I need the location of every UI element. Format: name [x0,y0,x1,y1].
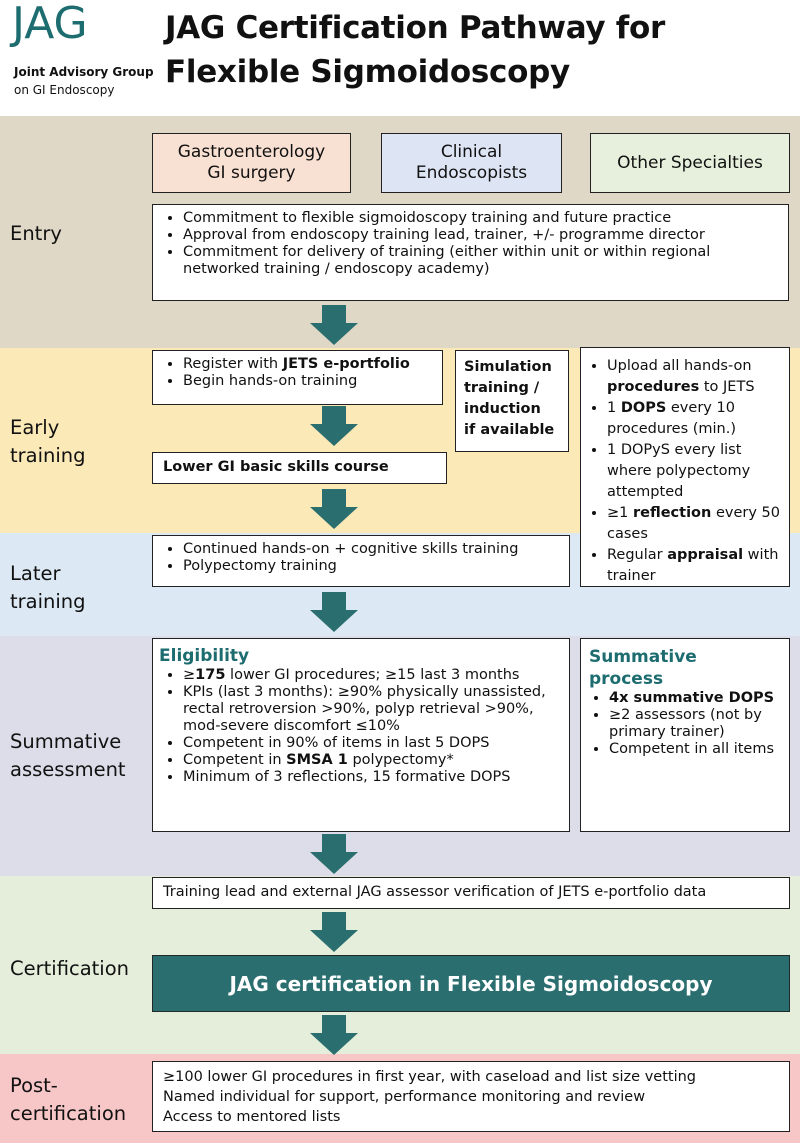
header: JAG Joint Advisory Group on GI Endoscopy… [0,0,800,116]
list-item: Minimum of 3 reflections, 15 formative D… [183,769,563,786]
down-arrow-icon [310,406,358,446]
verification-text: Training lead and external JAG assessor … [163,884,707,900]
page-title-line-1: JAG Certification Pathway for [165,10,665,46]
entry-source-text: Endoscopists [415,163,528,183]
stage-label-line: certification [10,1102,127,1125]
stage-label-certification: Certification [10,957,129,980]
page-title-line-2: Flexible Sigmoidoscopy [165,54,570,90]
eligibility-title: Eligibility [159,646,250,666]
down-arrow-icon [310,489,358,529]
simulation-text: training / [464,380,540,396]
post-certification-box: ≥100 lower GI procedures in first year, … [152,1061,790,1132]
stage-label-later-training: Later training [10,560,86,616]
certification-banner: JAG certification in Flexible Sigmoidosc… [152,955,790,1012]
list-item: 4x summative DOPS [609,690,783,707]
verification-box: Training lead and external JAG assessor … [152,877,790,909]
stage-label-summative-assessment: Summative assessment [10,728,126,784]
course-label: Lower GI basic skills course [163,459,389,475]
down-arrow-icon [310,305,358,345]
simulation-text: Simulation [464,359,552,375]
stage-label-line: training [10,590,86,613]
entry-source-text: GI surgery [207,163,296,183]
logo-subtitle-1: Joint Advisory Group [14,65,154,79]
list-item: Commitment for delivery of training (eit… [183,244,780,278]
entry-requirements-box: Commitment to flexible sigmoidoscopy tra… [152,204,789,301]
list-item: 1 DOPyS every list where polypectomy att… [607,440,783,503]
list-item: Commitment to flexible sigmoidoscopy tra… [183,210,780,227]
simulation-training-box: Simulation training / induction if avail… [455,350,569,452]
title-line: Summative [589,647,697,667]
stage-label-post-certification: Post- certification [10,1072,126,1128]
list-item: Competent in all items [609,741,783,758]
title-line: process [589,669,664,689]
entry-source-gastroenterology: Gastroenterology GI surgery [152,133,351,193]
basic-skills-course-box: Lower GI basic skills course [152,452,447,484]
list-item: Register with JETS e-portfolio [183,356,436,373]
list-item: 1 DOPS every 10 procedures (min.) [607,398,783,440]
stage-label-line: assessment [10,758,126,781]
list-item: Continued hands-on + cognitive skills tr… [183,541,563,558]
list-item: Approval from endoscopy training lead, t… [183,227,780,244]
entry-source-text: Gastroenterology [177,142,326,162]
post-item: ≥100 lower GI procedures in first year, … [163,1069,696,1085]
stage-label-line: Post- [10,1074,58,1097]
post-item: Named individual for support, performanc… [163,1089,646,1105]
list-item: ≥2 assessors (not by primary trainer) [609,707,783,741]
down-arrow-icon [310,834,358,874]
entry-source-clinical-endoscopists: Clinical Endoscopists [381,133,562,193]
simulation-text: if available [464,422,555,438]
jets-registration-box: Register with JETS e-portfolio Begin han… [152,350,443,405]
jag-logo: JAG [12,0,88,49]
summative-process-title: Summative process [589,646,783,690]
list-item: ≥175 lower GI procedures; ≥15 last 3 mon… [183,667,563,684]
list-item: Competent in 90% of items in last 5 DOPS [183,735,563,752]
list-item: Competent in SMSA 1 polypectomy* [183,752,563,769]
post-item: Access to mentored lists [163,1109,341,1125]
stage-label-line: Later [10,562,61,585]
portfolio-requirements-box: Upload all hands-on procedures to JETS 1… [580,347,790,587]
summative-process-box: Summative process 4x summative DOPS ≥2 a… [580,638,790,832]
later-training-box: Continued hands-on + cognitive skills tr… [152,535,570,587]
down-arrow-icon [310,1015,358,1055]
list-item: Polypectomy training [183,558,563,575]
list-item: Upload all hands-on procedures to JETS [607,356,783,398]
stage-label-line: training [10,444,86,467]
stage-label-early-training: Early training [10,414,86,470]
stage-label-line: Summative [10,730,122,753]
entry-source-text: Clinical [440,142,503,162]
list-item: KPIs (last 3 months): ≥90% physically un… [183,684,563,735]
down-arrow-icon [310,592,358,632]
entry-source-other-specialties: Other Specialties [590,133,790,193]
entry-source-text: Other Specialties [617,152,763,173]
eligibility-box: Eligibility ≥175 lower GI procedures; ≥1… [152,638,570,832]
stage-label-line: Early [10,416,60,439]
list-item: Regular appraisal with trainer [607,545,783,587]
simulation-text: induction [464,401,541,417]
certification-banner-text: JAG certification in Flexible Sigmoidosc… [229,971,713,996]
stage-label-entry: Entry [10,222,62,245]
logo-subtitle-2: on GI Endoscopy [14,83,115,97]
list-item: Begin hands-on training [183,373,436,390]
list-item: ≥1 reflection every 50 cases [607,503,783,545]
down-arrow-icon [310,912,358,952]
